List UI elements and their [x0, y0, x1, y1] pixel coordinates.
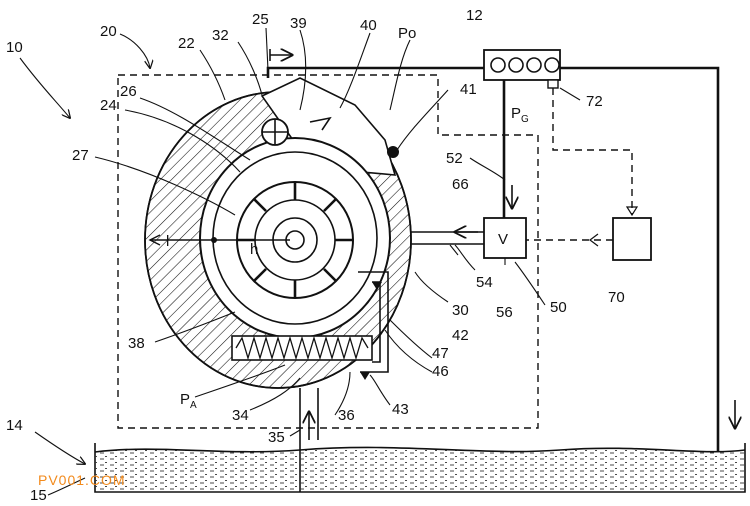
- engine-block: [483, 49, 561, 89]
- label-pg: PG: [511, 105, 529, 125]
- dimension-l-label: l: [166, 233, 169, 250]
- label-43: 43: [392, 401, 409, 418]
- label-pa: PA: [180, 391, 197, 411]
- watermark-text: PV001.COM: [38, 472, 126, 488]
- label-38: 38: [128, 335, 145, 352]
- label-20: 20: [100, 23, 117, 40]
- controller: [526, 88, 652, 261]
- label-47: 47: [432, 345, 449, 362]
- label-70: 70: [608, 289, 625, 306]
- label-66: 66: [452, 176, 469, 193]
- valve-pump-line: [410, 232, 484, 245]
- label-34: 34: [232, 407, 249, 424]
- oil-sump: [94, 400, 746, 493]
- control-channel: [358, 271, 389, 380]
- label-72: 72: [586, 93, 603, 110]
- label-10: 10: [6, 39, 23, 56]
- label-41: 41: [460, 81, 477, 98]
- label-42: 42: [452, 327, 469, 344]
- spring-chamber: [231, 335, 373, 361]
- label-46: 46: [432, 363, 449, 380]
- label-36: 36: [338, 407, 355, 424]
- leader-lines: [19, 27, 581, 496]
- label-12: 12: [466, 7, 483, 24]
- reference-labels: 10 12 14 15 20 22 24 25 26 27 30 32 34 3…: [6, 7, 625, 504]
- label-39: 39: [290, 15, 307, 32]
- housing-outline: [117, 74, 539, 429]
- label-32: 32: [212, 27, 229, 44]
- rotor: [236, 181, 354, 299]
- label-27: 27: [72, 147, 89, 164]
- label-25: 25: [252, 11, 269, 28]
- control-valve: [483, 217, 527, 259]
- label-15: 15: [30, 487, 47, 504]
- label-po: Po: [398, 25, 416, 42]
- label-24: 24: [100, 97, 117, 114]
- label-40: 40: [360, 17, 377, 34]
- label-30: 30: [452, 302, 469, 319]
- label-35: 35: [268, 429, 285, 446]
- label-50: 50: [550, 299, 567, 316]
- dimension-h-label: h: [250, 241, 258, 258]
- pivot-pin: [261, 118, 289, 146]
- label-54: 54: [476, 274, 493, 291]
- label-22: 22: [178, 35, 195, 52]
- label-52: 52: [446, 150, 463, 167]
- label-56: 56: [496, 304, 513, 321]
- label-14: 14: [6, 417, 23, 434]
- dimension-line: [148, 234, 290, 246]
- seal-dot: [387, 146, 399, 158]
- valve-label: V: [498, 231, 508, 248]
- gallery-pressure-line: [502, 80, 512, 218]
- label-26: 26: [120, 83, 137, 100]
